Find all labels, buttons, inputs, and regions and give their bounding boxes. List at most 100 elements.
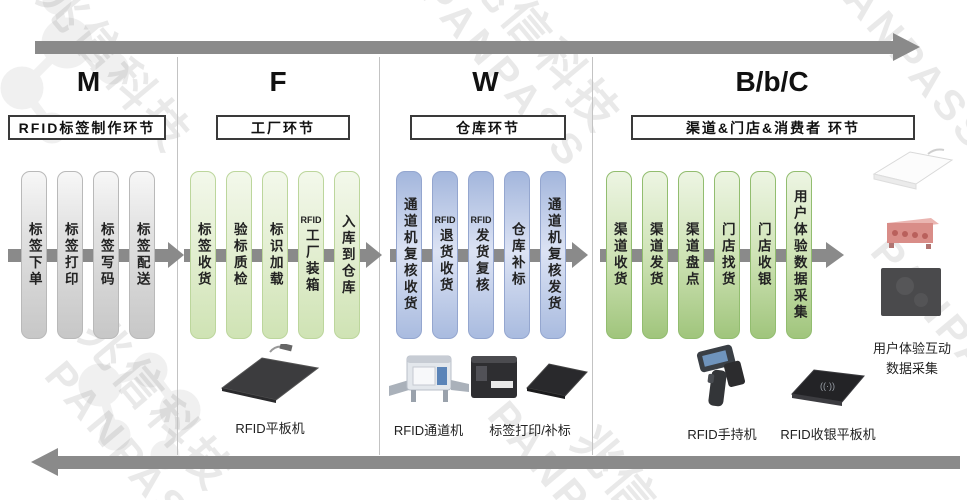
section-arrow-icon bbox=[360, 242, 382, 268]
flow-connector bbox=[324, 248, 334, 262]
device-rfid-cashier-pad: ((·)) RFID收银平板机 bbox=[766, 362, 890, 443]
process-step: 门店找货 bbox=[714, 171, 740, 339]
device-rfid-flat-reader: RFID平板机 bbox=[200, 342, 340, 437]
device-caption: RFID平板机 bbox=[235, 421, 305, 436]
process-step: 通道机复核收货 bbox=[396, 171, 422, 339]
process-step: 通道机复核发货 bbox=[540, 171, 566, 339]
flow-channel: 渠道收货 渠道发货 渠道盘点 门店找货 门店收银 用户体验数据采集 bbox=[600, 171, 844, 339]
step-label: 入库到仓库 bbox=[339, 213, 355, 297]
process-step: 渠道发货 bbox=[642, 171, 668, 339]
step-label: 标识加载 bbox=[267, 222, 283, 288]
flow-connector bbox=[184, 248, 190, 262]
flow-connector bbox=[704, 248, 714, 262]
section-title-factory: 工厂环节 bbox=[216, 115, 350, 140]
process-step: 标签写码 bbox=[93, 171, 119, 339]
process-step: 渠道收货 bbox=[606, 171, 632, 339]
flow-connector bbox=[600, 248, 606, 262]
flow-connector bbox=[8, 248, 21, 262]
step-label: 渠道盘点 bbox=[683, 222, 699, 288]
right-rail-caption-line2: 数据采集 bbox=[885, 360, 938, 376]
section-title-maker: RFID标签制作环节 bbox=[8, 115, 166, 140]
section-arrow-icon bbox=[566, 242, 588, 268]
step-label: 标签打印 bbox=[62, 222, 78, 288]
flow-connector bbox=[422, 248, 432, 262]
process-step: RFID 发货复核 bbox=[468, 171, 494, 339]
rfid-flat-reader-image bbox=[220, 342, 320, 403]
step-label: 通道机复核收货 bbox=[401, 197, 417, 313]
right-rail-caption: 用户体验互动 数据采集 bbox=[858, 339, 966, 378]
step-label: 标签下单 bbox=[26, 222, 42, 288]
section-title-warehouse: 仓库环节 bbox=[410, 115, 566, 140]
device-label-printer: 标签打印/补标 bbox=[466, 348, 594, 439]
section-letter-w: W bbox=[472, 66, 499, 97]
device-caption: RFID手持机 bbox=[687, 427, 757, 442]
step-label: 发货复核 bbox=[473, 228, 489, 295]
flow-connector bbox=[776, 248, 786, 262]
section-divider bbox=[592, 57, 593, 455]
section-letter-bbc: B/b/C bbox=[735, 66, 809, 97]
step-label: 门店找货 bbox=[719, 222, 735, 288]
device-caption: 标签打印/补标 bbox=[489, 423, 571, 438]
process-step: 验标质检 bbox=[226, 171, 252, 339]
process-step: 标签收货 bbox=[190, 171, 216, 339]
step-prefix: RFID bbox=[470, 214, 492, 225]
dark-panel-image bbox=[881, 268, 941, 316]
step-label: 工厂装箱 bbox=[303, 228, 319, 295]
section-arrow-icon bbox=[155, 242, 184, 268]
flow-connector bbox=[530, 248, 540, 262]
bottom-return-arrow-head-icon bbox=[31, 448, 58, 476]
flow-connector bbox=[252, 248, 262, 262]
svg-text:((·)): ((·)) bbox=[820, 381, 835, 391]
process-step: 标签下单 bbox=[21, 171, 47, 339]
flow-connector bbox=[740, 248, 750, 262]
flow-connector bbox=[288, 248, 298, 262]
right-rail-devices: 用户体验互动 数据采集 bbox=[858, 146, 966, 378]
device-rfid-tunnel: RFID通道机 bbox=[376, 350, 481, 439]
right-rail-caption-line1: 用户体验互动 bbox=[872, 341, 951, 356]
top-flow-arrow-bar bbox=[35, 41, 893, 54]
step-label: 标签收货 bbox=[195, 222, 211, 288]
process-step: RFID 退货收货 bbox=[432, 171, 458, 339]
step-label: 标签配送 bbox=[134, 222, 150, 288]
flow-connector bbox=[47, 248, 57, 262]
step-label: 渠道收货 bbox=[611, 222, 627, 288]
process-step: 用户体验数据采集 bbox=[786, 171, 812, 339]
step-label: 验标质检 bbox=[231, 222, 247, 288]
step-label: 渠道发货 bbox=[647, 222, 663, 288]
label-printer-and-pad-image bbox=[471, 356, 588, 399]
process-step: RFID 工厂装箱 bbox=[298, 171, 324, 339]
flow-connector bbox=[458, 248, 468, 262]
device-caption: RFID收银平板机 bbox=[780, 427, 876, 442]
red-reader-box-image bbox=[887, 218, 939, 249]
process-step: 标签配送 bbox=[129, 171, 155, 339]
process-step: 标签打印 bbox=[57, 171, 83, 339]
section-title-channel: 渠道&门店&消费者 环节 bbox=[631, 115, 915, 140]
section-letter-f: F bbox=[269, 66, 287, 97]
process-step: 入库到仓库 bbox=[334, 171, 360, 339]
top-flow-arrow-head-icon bbox=[893, 33, 920, 61]
step-label: 门店收银 bbox=[755, 222, 771, 288]
flow-connector bbox=[632, 248, 642, 262]
section-letter-m: M bbox=[76, 66, 101, 97]
step-label: 退货收货 bbox=[437, 228, 453, 295]
process-step: 仓库补标 bbox=[504, 171, 530, 339]
flow-connector bbox=[83, 248, 93, 262]
process-step: 标识加载 bbox=[262, 171, 288, 339]
section-arrow-icon bbox=[812, 242, 844, 268]
step-label: 仓库补标 bbox=[509, 222, 525, 288]
step-label: 通道机复核发货 bbox=[545, 197, 561, 313]
device-caption: RFID通道机 bbox=[393, 423, 464, 438]
process-step: 门店收银 bbox=[750, 171, 776, 339]
step-prefix: RFID bbox=[300, 214, 322, 225]
process-step: 渠道盘点 bbox=[678, 171, 704, 339]
rfid-tunnel-machine-image bbox=[388, 355, 469, 402]
device-rfid-handheld: RFID手持机 bbox=[672, 344, 772, 443]
step-prefix: RFID bbox=[434, 214, 456, 225]
flow-warehouse: 通道机复核收货 RFID 退货收货 RFID 发货复核 仓库补标 通道机复核发货 bbox=[390, 171, 588, 339]
ceiling-antenna-image bbox=[872, 148, 954, 190]
flow-maker: 标签下单 标签打印 标签写码 标签配送 bbox=[8, 171, 184, 339]
bottom-return-arrow-bar bbox=[58, 456, 960, 469]
step-label: 用户体验数据采集 bbox=[791, 189, 807, 321]
flow-connector bbox=[494, 248, 504, 262]
